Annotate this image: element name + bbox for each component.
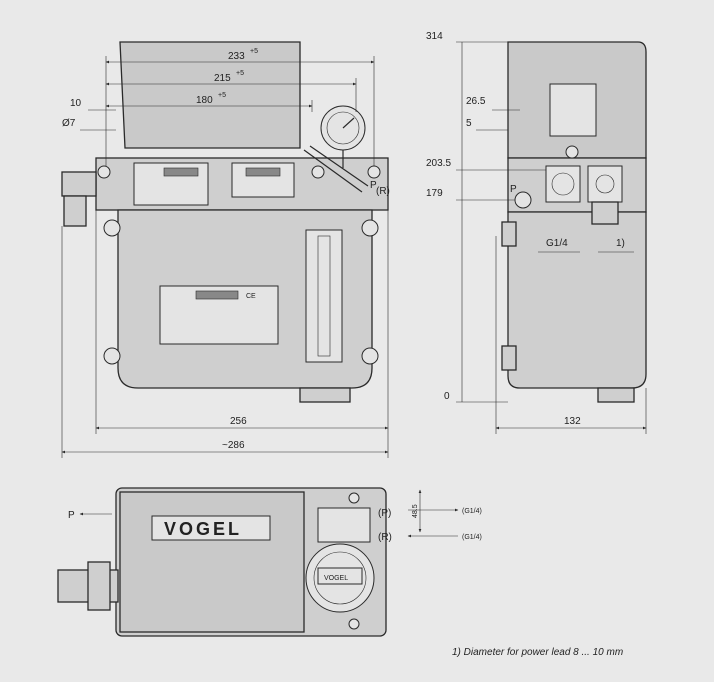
top-reservoir-cap xyxy=(119,491,305,633)
front-screw-4 xyxy=(361,347,379,365)
front-ce-mark: CE xyxy=(246,293,256,300)
front-dim-10: 10 xyxy=(70,98,82,109)
front-screw-1 xyxy=(103,219,121,237)
side-outlet-p xyxy=(514,191,532,209)
top-g14-p: (G1/4) xyxy=(462,508,482,515)
top-screw-2 xyxy=(348,618,360,630)
front-pressure-gauge-needle xyxy=(342,117,355,129)
top-gauge-plate xyxy=(317,567,363,585)
top-label-p-left: P xyxy=(68,510,75,521)
side-housing xyxy=(507,211,647,389)
side-dim-314: 314 xyxy=(426,31,443,42)
front-screw-2 xyxy=(361,219,379,237)
front-screw-5 xyxy=(97,165,111,179)
front-nameplate-right-label xyxy=(245,167,281,177)
side-dim-179: 179 xyxy=(426,188,443,199)
top-brand: VOGEL xyxy=(164,519,242,539)
front-dim-286: ~286 xyxy=(222,440,245,451)
footnote: 1) Diameter for power lead 8 ... 10 mm xyxy=(452,647,623,658)
front-nameplate-left-label xyxy=(163,167,199,177)
front-cable-gland xyxy=(61,171,97,197)
front-dim-233: 233 xyxy=(228,51,245,62)
side-dim-footnote-ref: 1) xyxy=(616,238,625,249)
front-cable-gland-nut xyxy=(63,195,87,227)
side-label-p: P xyxy=(510,184,517,195)
top-brand-plate xyxy=(151,515,271,541)
front-screw-7 xyxy=(367,165,381,179)
top-label-p-port: (P) xyxy=(378,508,391,519)
top-view: VOGEL VOGEL P (P) (R) 48.5 (G1/4) (G1/4) xyxy=(57,487,482,637)
front-dim-215-tol: +5 xyxy=(236,70,244,77)
side-port-block-left xyxy=(545,165,581,203)
front-dim-215: 215 xyxy=(214,73,231,84)
side-top-screw xyxy=(565,145,579,159)
top-valve-block xyxy=(317,507,371,543)
front-reservoir-cap xyxy=(119,41,301,149)
front-screw-6 xyxy=(311,165,325,179)
front-foot xyxy=(299,387,351,403)
front-sight-glass xyxy=(305,229,343,363)
top-cable-gland-nut xyxy=(87,561,111,611)
side-port-nut xyxy=(591,201,619,225)
front-label-p: P xyxy=(370,180,377,191)
top-screw-1 xyxy=(348,492,360,504)
front-screw-3 xyxy=(103,347,121,365)
side-dim-203-5: 203.5 xyxy=(426,158,451,169)
top-label-r-port: (R) xyxy=(378,532,392,543)
top-g14-r: (G1/4) xyxy=(462,534,482,541)
side-tube-lower xyxy=(501,345,517,371)
front-lever xyxy=(303,145,369,193)
side-dim-132: 132 xyxy=(564,416,581,427)
front-type-plate-label xyxy=(195,290,239,300)
front-sight-glass-window xyxy=(317,235,331,357)
side-port-left xyxy=(551,172,575,196)
top-dim-48-5: 48.5 xyxy=(412,504,419,518)
side-dim-5: 5 xyxy=(466,118,472,129)
front-pressure-gauge-dial xyxy=(326,111,360,145)
front-dim-phi7: Ø7 xyxy=(62,118,76,129)
side-dim-26-5: 26.5 xyxy=(466,96,486,107)
side-view: 314 26.5 5 203.5 179 0 P G1/4 1) 132 xyxy=(426,31,647,434)
front-label-r: (R) xyxy=(376,186,390,197)
side-label-plate xyxy=(549,83,597,137)
side-tube-upper xyxy=(501,221,517,247)
side-dim-g14: G1/4 xyxy=(546,238,568,249)
front-dim-233-tol: +5 xyxy=(250,48,258,55)
front-view: CE 233 +5 215 +5 180 +5 10 xyxy=(61,41,390,458)
side-port-block-right xyxy=(587,165,623,203)
top-gauge-brand: VOGEL xyxy=(324,575,348,582)
side-port-right xyxy=(595,174,615,194)
side-foot xyxy=(597,387,635,403)
side-dim-0: 0 xyxy=(444,391,450,402)
front-dim-256: 256 xyxy=(230,416,247,427)
front-nameplate-right xyxy=(231,162,295,198)
front-dim-180-tol: +5 xyxy=(218,92,226,99)
front-dim-180: 180 xyxy=(196,95,213,106)
top-gauge-ring xyxy=(313,551,367,605)
